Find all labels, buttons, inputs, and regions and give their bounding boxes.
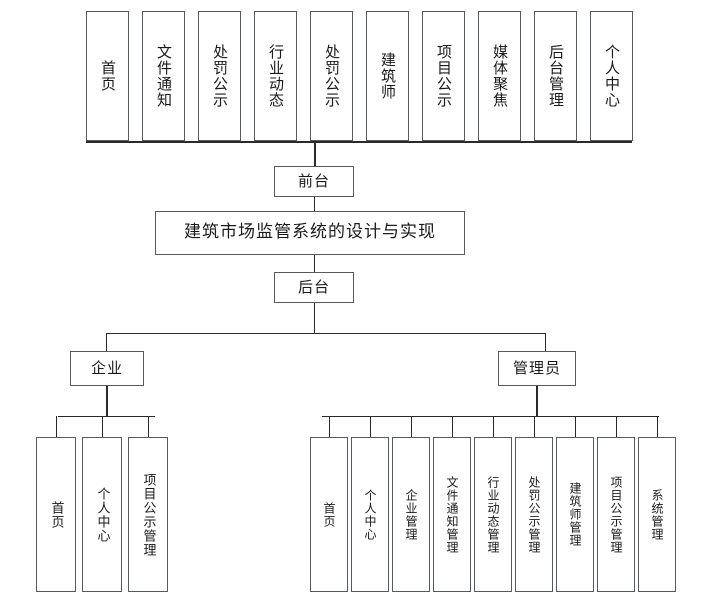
connector-admin-stub bbox=[657, 416, 658, 437]
node-admin-module[interactable]: 行业动态管理 bbox=[474, 437, 512, 592]
node-label: 处罚公示管理 bbox=[527, 475, 541, 554]
connector-admin-stub bbox=[452, 416, 453, 437]
connector-role-bus-right bbox=[545, 333, 546, 352]
node-admin-module[interactable]: 首页 bbox=[310, 437, 348, 592]
connector-admin-stub bbox=[411, 416, 412, 437]
node-label: 后台 bbox=[297, 277, 330, 296]
node-admin-module[interactable]: 项目公示管理 bbox=[597, 437, 635, 592]
node-label: 文件通知管理 bbox=[445, 475, 459, 554]
node-label: 首页 bbox=[99, 60, 117, 92]
connector-admin-stub bbox=[370, 416, 371, 437]
connector-enterprise-stub bbox=[102, 416, 103, 437]
node-admin-module[interactable]: 企业管理 bbox=[392, 437, 430, 592]
node-label: 企业 bbox=[90, 358, 123, 377]
node-label: 首页 bbox=[48, 500, 64, 529]
node-label: 前台 bbox=[297, 171, 330, 190]
connector-frontend-bus bbox=[86, 141, 632, 143]
node-label: 媒体聚焦 bbox=[491, 44, 509, 108]
node-system-title[interactable]: 建筑市场监管系统的设计与实现 bbox=[155, 211, 465, 255]
node-label: 项目公示 bbox=[435, 44, 453, 108]
node-label: 个人中心 bbox=[603, 44, 621, 108]
node-label: 系统管理 bbox=[650, 488, 664, 541]
node-frontend-module[interactable]: 处罚公示 bbox=[198, 11, 241, 141]
node-enterprise-module[interactable]: 项目公示管理 bbox=[128, 437, 168, 592]
connector-frontend-to-title bbox=[314, 197, 315, 212]
node-label: 个人中心 bbox=[363, 488, 377, 541]
connector-enterprise-stub bbox=[56, 416, 57, 437]
connector-enterprise-bus bbox=[58, 416, 155, 417]
node-frontend-module[interactable]: 首页 bbox=[86, 11, 129, 141]
connector-admin-stub bbox=[493, 416, 494, 437]
node-label: 项目公示管理 bbox=[140, 472, 156, 557]
node-frontend-module[interactable]: 媒体聚焦 bbox=[478, 11, 521, 141]
node-role-enterprise[interactable]: 企业 bbox=[70, 351, 144, 386]
node-frontend-module[interactable]: 文件通知 bbox=[142, 11, 185, 141]
connector-backend-drop bbox=[314, 303, 315, 333]
connector-role-bus-left bbox=[106, 333, 107, 352]
node-label: 企业管理 bbox=[404, 488, 418, 541]
node-enterprise-module[interactable]: 首页 bbox=[36, 437, 76, 592]
connector-admin-stub bbox=[616, 416, 617, 437]
node-frontend-module[interactable]: 个人中心 bbox=[590, 11, 633, 141]
node-label: 个人中心 bbox=[94, 486, 110, 543]
node-frontend-module[interactable]: 建筑师 bbox=[366, 11, 409, 141]
connector-frontend-to-stage bbox=[314, 141, 316, 167]
node-admin-module[interactable]: 建筑师管理 bbox=[556, 437, 594, 592]
node-label: 行业动态 bbox=[267, 44, 285, 108]
node-stage-frontend[interactable]: 前台 bbox=[274, 166, 354, 197]
node-label: 管理员 bbox=[512, 358, 561, 377]
connector-admin-stub bbox=[329, 416, 330, 437]
node-admin-module[interactable]: 处罚公示管理 bbox=[515, 437, 553, 592]
node-frontend-module[interactable]: 后台管理 bbox=[534, 11, 577, 141]
node-admin-module[interactable]: 系统管理 bbox=[638, 437, 676, 592]
connector-role-bus bbox=[106, 333, 546, 334]
connector-enterprise-stub bbox=[148, 416, 149, 437]
node-label: 项目公示管理 bbox=[609, 475, 623, 554]
node-label: 处罚公示 bbox=[211, 44, 229, 108]
connector-admin-stub bbox=[534, 416, 535, 437]
connector-enterprise-drop bbox=[106, 386, 108, 416]
node-label: 后台管理 bbox=[547, 44, 565, 108]
node-label: 建筑师管理 bbox=[568, 482, 582, 547]
node-label: 建筑市场监管系统的设计与实现 bbox=[184, 222, 436, 243]
connector-admin-bus bbox=[322, 416, 659, 417]
node-frontend-module[interactable]: 行业动态 bbox=[254, 11, 297, 141]
connector-admin-stub bbox=[575, 416, 576, 437]
node-stage-backend[interactable]: 后台 bbox=[274, 272, 354, 303]
node-frontend-module[interactable]: 项目公示 bbox=[422, 11, 465, 141]
node-label: 处罚公示 bbox=[323, 44, 341, 108]
connector-admin-drop bbox=[536, 386, 538, 416]
node-frontend-module[interactable]: 处罚公示 bbox=[310, 11, 353, 141]
node-admin-module[interactable]: 文件通知管理 bbox=[433, 437, 471, 592]
node-label: 建筑师 bbox=[379, 52, 397, 100]
connector-title-to-backend bbox=[314, 255, 315, 272]
node-label: 首页 bbox=[322, 501, 336, 528]
node-admin-module[interactable]: 个人中心 bbox=[351, 437, 389, 592]
node-role-admin[interactable]: 管理员 bbox=[498, 351, 576, 386]
node-label: 文件通知 bbox=[155, 44, 173, 108]
node-label: 行业动态管理 bbox=[486, 475, 500, 554]
node-enterprise-module[interactable]: 个人中心 bbox=[82, 437, 122, 592]
